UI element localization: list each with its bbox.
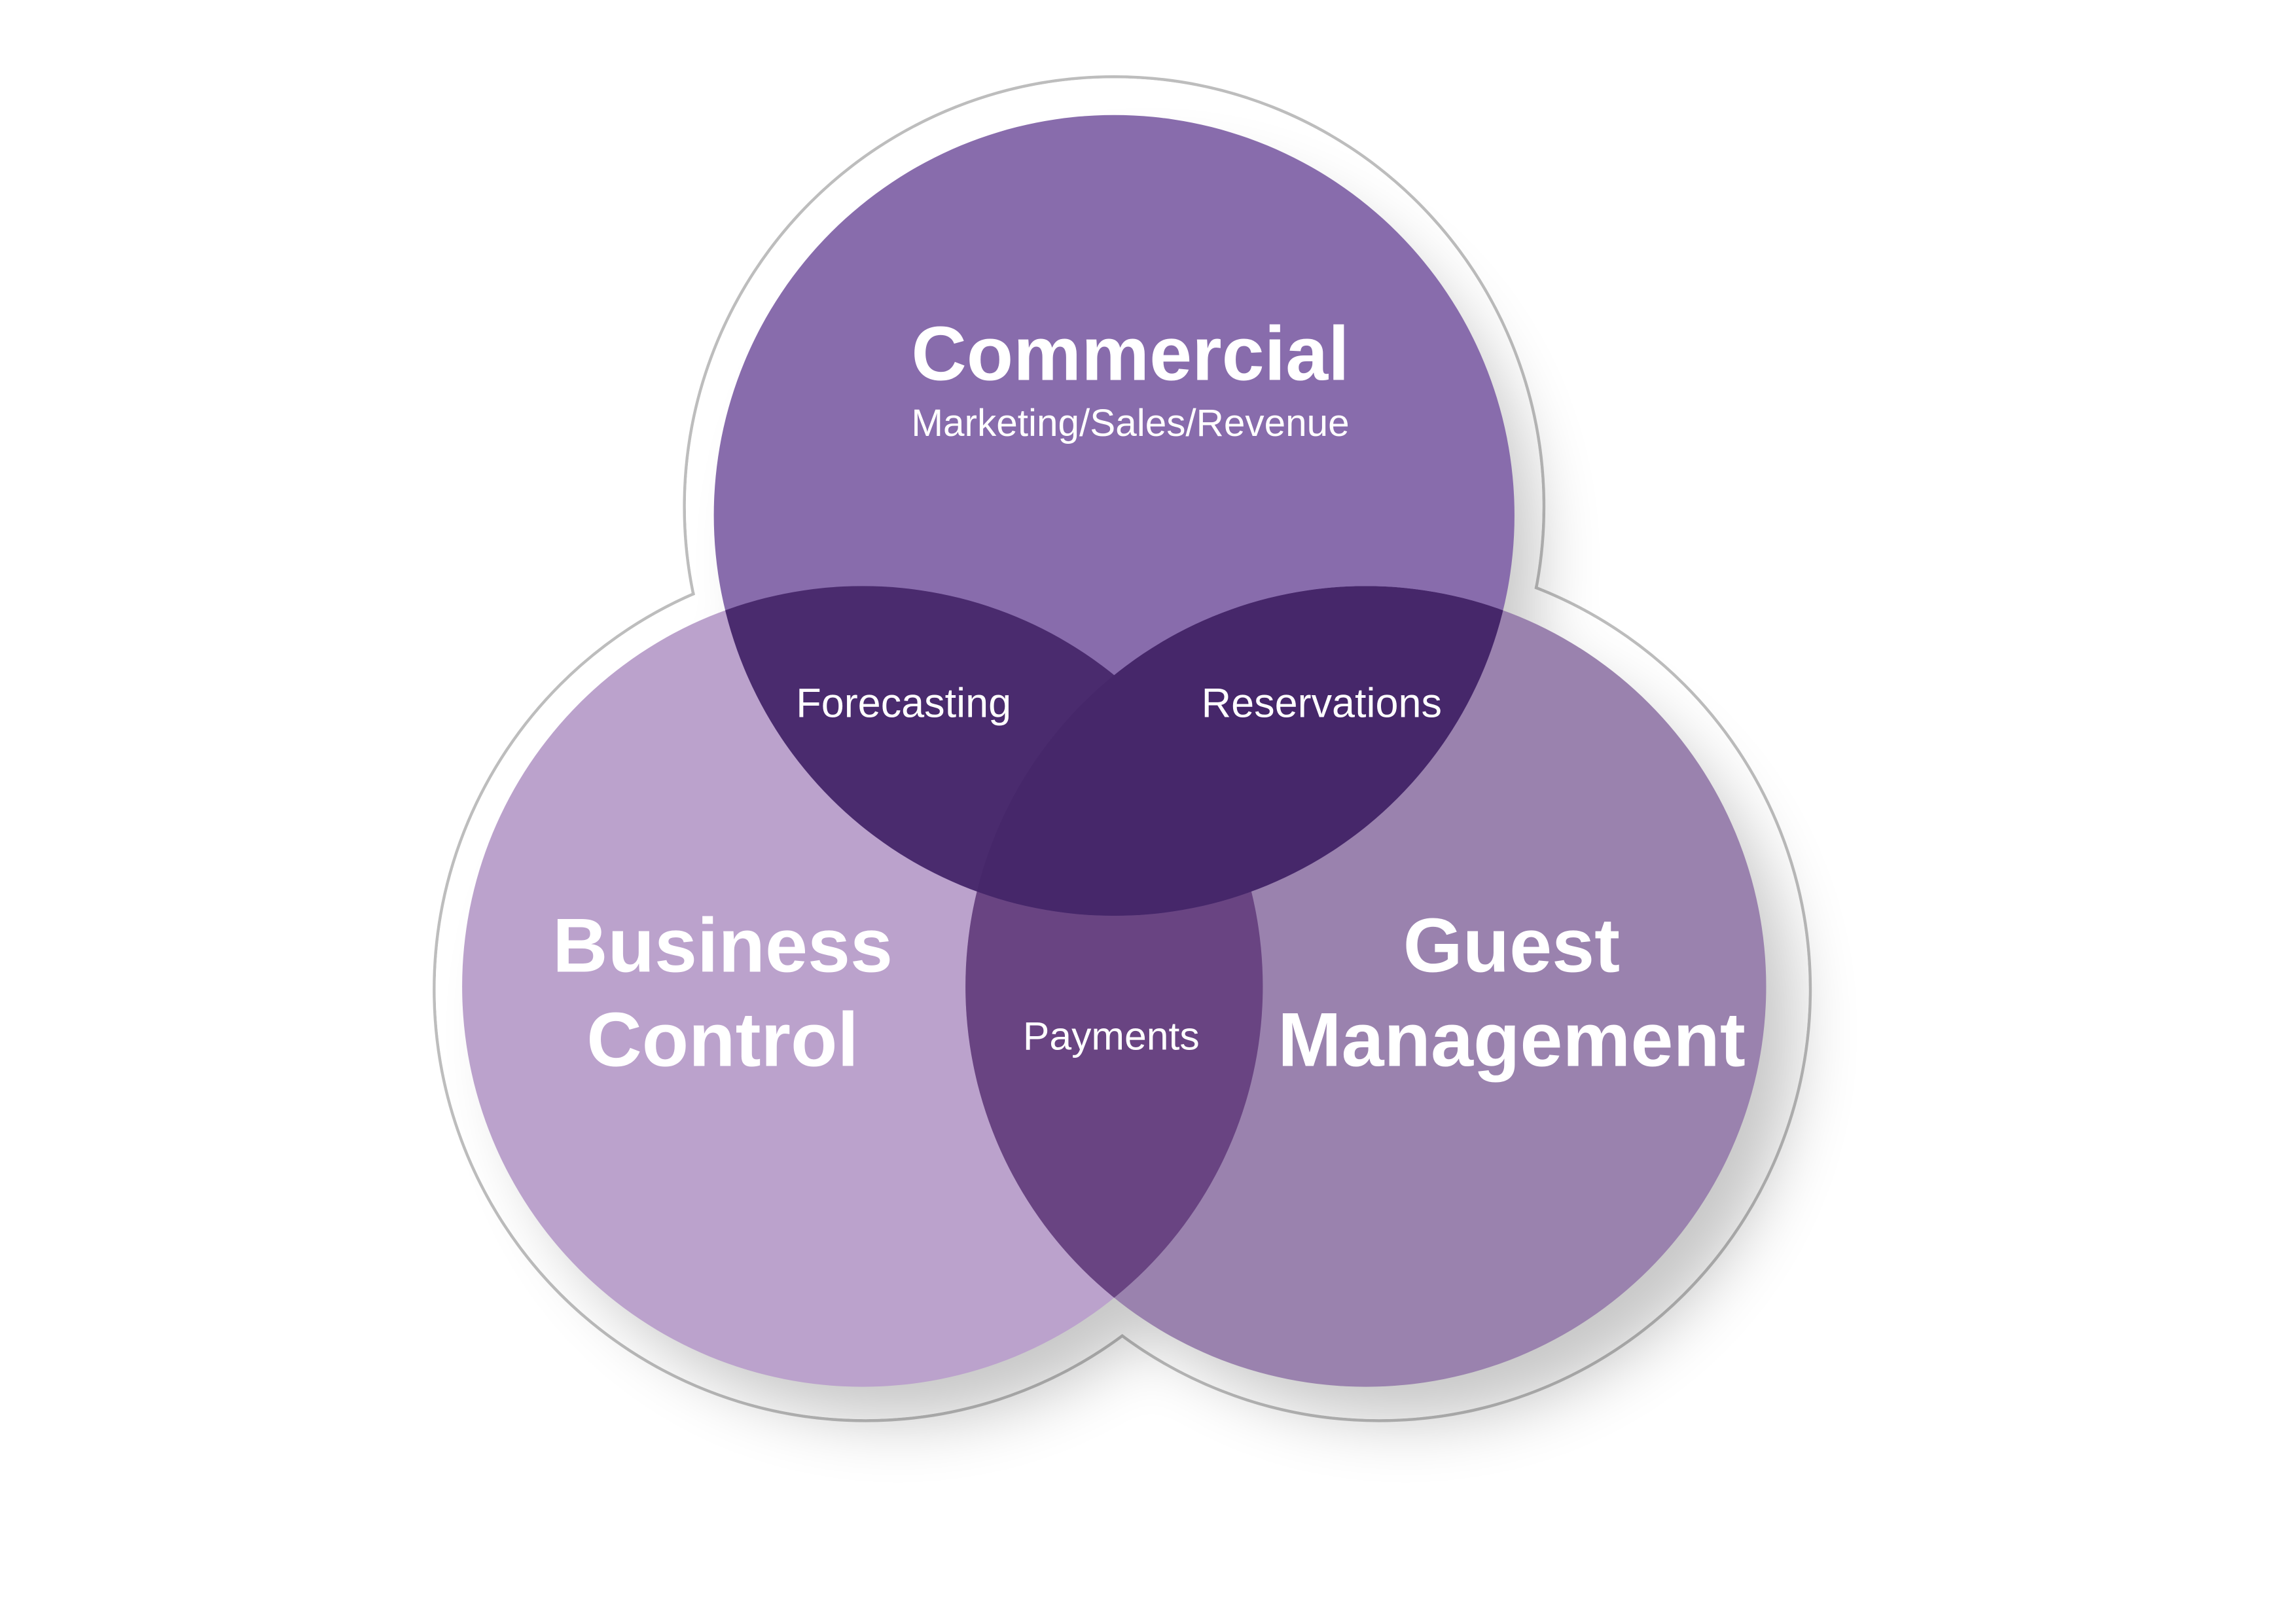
guest-title-line2: Management: [1278, 996, 1746, 1082]
commercial-subtitle: Marketing/Sales/Revenue: [911, 402, 1349, 444]
guest-title-line1: Guest: [1403, 902, 1620, 988]
commercial-title: Commercial: [911, 311, 1349, 397]
forecasting-label: Forecasting: [796, 680, 1011, 726]
business-title-line1: Business: [552, 902, 893, 988]
business-title-line2: Control: [586, 996, 859, 1082]
payments-label: Payments: [1023, 1014, 1200, 1058]
reservations-label: Reservations: [1202, 680, 1442, 726]
lens-reservations: [965, 586, 1515, 916]
